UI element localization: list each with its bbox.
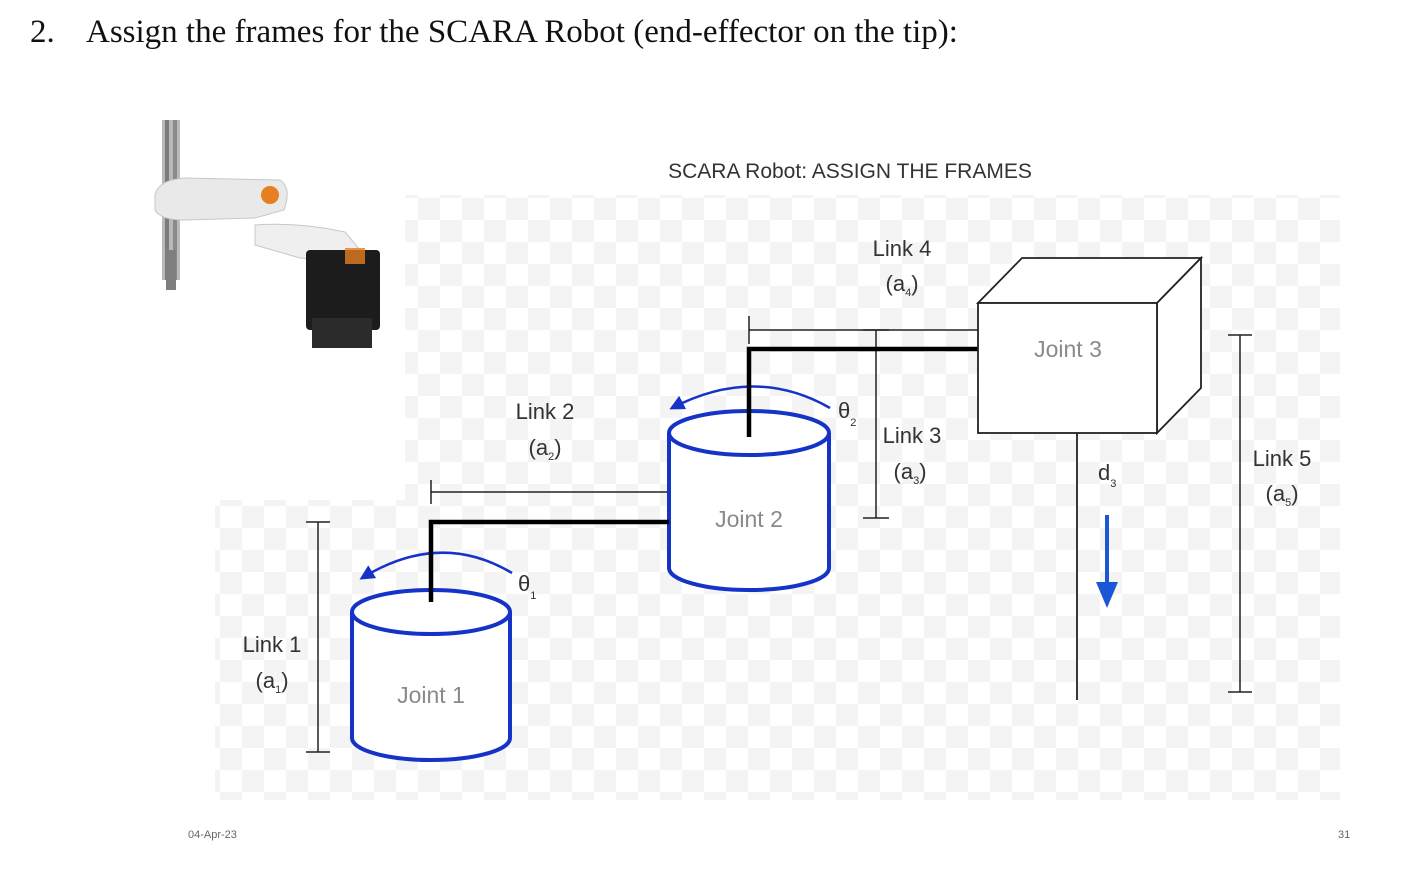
joint-3-box <box>975 255 1204 436</box>
link-5-symbol: (a5) <box>1265 481 1298 509</box>
link-4-arm <box>746 346 978 437</box>
link-1-label: Link 1 (a1) <box>243 632 302 696</box>
theta-2-label: θ2 <box>838 398 856 429</box>
link-3-label: Link 3 (a3) <box>883 423 942 487</box>
link-2-symbol: (a2) <box>528 435 561 463</box>
link-1-name: Link 1 <box>243 632 302 657</box>
link-4-name: Link 4 <box>873 236 932 261</box>
link-4-symbol: (a4) <box>885 271 918 299</box>
link-3-name: Link 3 <box>883 423 942 448</box>
link-3-symbol: (a3) <box>893 459 926 487</box>
theta-2-arrow <box>669 385 831 410</box>
link-1-symbol: (a1) <box>255 668 288 696</box>
link-1-dimension <box>306 521 330 753</box>
theta-1-label: θ1 <box>518 571 536 602</box>
joint-3-label: Joint 3 <box>1034 336 1102 362</box>
footer-date: 04-Apr-23 <box>188 829 237 841</box>
joint-1-cylinder <box>350 588 512 762</box>
link-2-name: Link 2 <box>516 399 575 424</box>
d-3-arrow <box>1096 515 1118 608</box>
link-5-name: Link 5 <box>1253 446 1312 471</box>
link-4-label: Link 4 (a4) <box>873 236 932 299</box>
question-heading: 2. Assign the frames for the SCARA Robot … <box>30 14 958 51</box>
link-5-label: Link 5 (a5) <box>1253 446 1312 509</box>
question-number: 2. <box>30 14 55 50</box>
joint-1-label: Joint 1 <box>397 682 465 708</box>
d-3-label: d3 <box>1098 460 1116 490</box>
joint-2-cylinder <box>667 409 831 592</box>
link-5-dimension <box>1228 334 1252 693</box>
diagram-title: SCARA Robot: ASSIGN THE FRAMES <box>668 160 1032 183</box>
question-text: Assign the frames for the SCARA Robot (e… <box>86 14 958 50</box>
footer-page-number: 31 <box>1338 829 1350 841</box>
scara-robot-photo <box>154 120 380 348</box>
joint-2-label: Joint 2 <box>715 506 783 532</box>
link-2-arm <box>428 519 669 602</box>
link-2-label: Link 2 (a2) <box>516 399 575 463</box>
link-3-dimension <box>863 329 889 519</box>
theta-1-arrow <box>359 551 513 580</box>
